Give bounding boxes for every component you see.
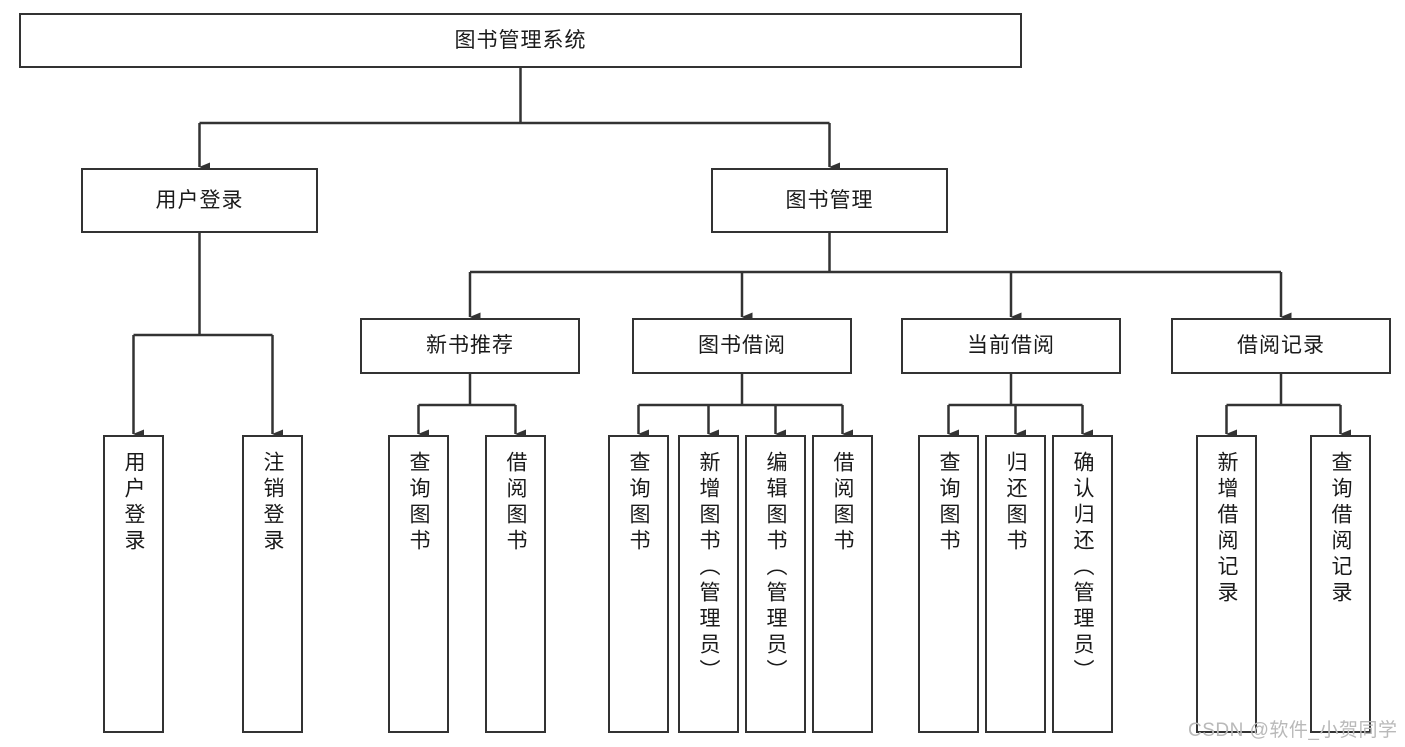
node-root-label: 图书管理系统: [454, 28, 587, 52]
leaf-borrow-book-2-label: 借阅图书: [831, 451, 854, 555]
leaf-query-book-2-label: 查询图书: [627, 451, 650, 555]
leaf-add-borrow-record[interactable]: 新增借阅记录: [1196, 435, 1257, 733]
node-current-borrow-label: 当前借阅: [967, 334, 1055, 358]
leaf-logout-login[interactable]: 注销登录: [242, 435, 303, 733]
leaf-user-login[interactable]: 用户登录: [103, 435, 164, 733]
node-new-book-recommend-label: 新书推荐: [426, 334, 514, 358]
node-borrow-record-label: 借阅记录: [1237, 334, 1325, 358]
leaf-query-borrow-record[interactable]: 查询借阅记录: [1310, 435, 1371, 733]
node-book-manage-label: 图书管理: [785, 188, 874, 212]
node-book-borrow[interactable]: 图书借阅: [632, 318, 852, 374]
leaf-edit-book-admin[interactable]: 编辑图书（管理员）: [745, 435, 806, 733]
leaf-confirm-return-admin[interactable]: 确认归还（管理员）: [1052, 435, 1113, 733]
node-borrow-record[interactable]: 借阅记录: [1171, 318, 1391, 374]
leaf-add-borrow-record-label: 新增借阅记录: [1215, 451, 1238, 607]
leaf-add-book-admin[interactable]: 新增图书（管理员）: [678, 435, 739, 733]
leaf-edit-book-admin-label: 编辑图书（管理员）: [764, 451, 787, 685]
leaf-query-book-3[interactable]: 查询图书: [918, 435, 979, 733]
node-root[interactable]: 图书管理系统: [19, 13, 1022, 68]
leaf-logout-login-label: 注销登录: [261, 451, 284, 555]
leaf-borrow-book-1-label: 借阅图书: [504, 451, 527, 555]
leaf-confirm-return-admin-label: 确认归还（管理员）: [1071, 451, 1094, 685]
leaf-query-book-2[interactable]: 查询图书: [608, 435, 669, 733]
leaf-query-book-3-label: 查询图书: [937, 451, 960, 555]
leaf-user-login-label: 用户登录: [122, 451, 145, 555]
node-user-login-label: 用户登录: [155, 188, 244, 212]
edge-lines: [132, 68, 1351, 439]
node-new-book-recommend[interactable]: 新书推荐: [360, 318, 580, 374]
leaf-query-borrow-record-label: 查询借阅记录: [1329, 451, 1352, 607]
node-current-borrow[interactable]: 当前借阅: [901, 318, 1121, 374]
leaf-return-book-label: 归还图书: [1004, 451, 1027, 555]
leaf-add-book-admin-label: 新增图书（管理员）: [697, 451, 720, 685]
leaf-borrow-book-2[interactable]: 借阅图书: [812, 435, 873, 733]
node-user-login[interactable]: 用户登录: [81, 168, 318, 233]
leaf-query-book-1[interactable]: 查询图书: [388, 435, 449, 733]
leaf-return-book[interactable]: 归还图书: [985, 435, 1046, 733]
leaf-borrow-book-1[interactable]: 借阅图书: [485, 435, 546, 733]
node-book-borrow-label: 图书借阅: [698, 334, 786, 358]
node-book-manage[interactable]: 图书管理: [711, 168, 948, 233]
leaf-query-book-1-label: 查询图书: [407, 451, 430, 555]
